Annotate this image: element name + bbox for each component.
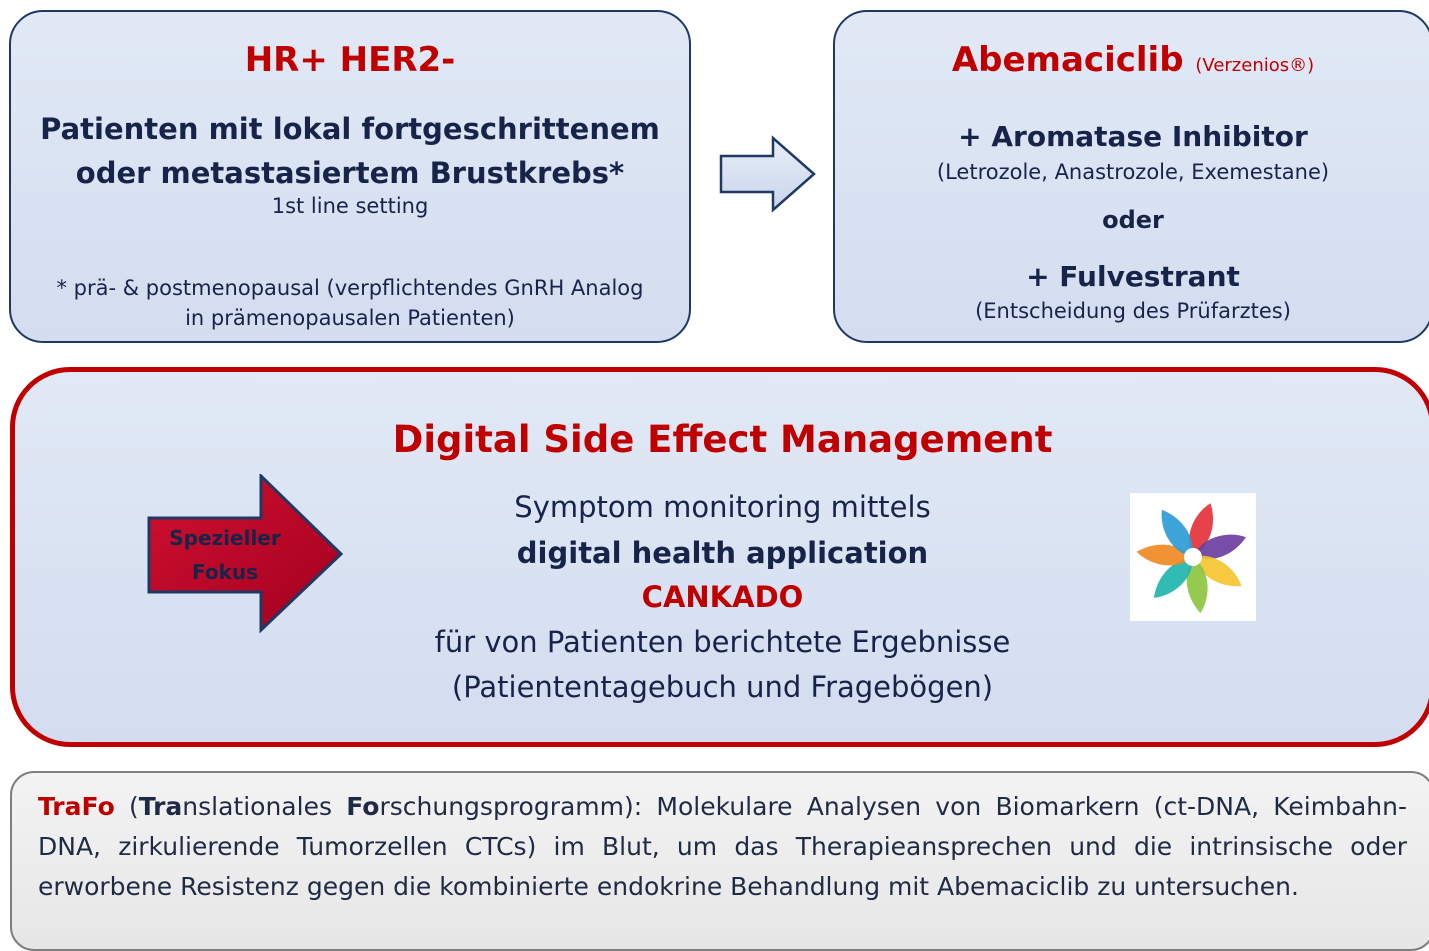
logo-petal bbox=[1193, 534, 1247, 560]
logo-petal bbox=[1193, 555, 1242, 587]
trafo-fo: Fo bbox=[346, 792, 380, 821]
dsem-title: Digital Side Effect Management bbox=[392, 418, 1053, 461]
dsem-line-1: Symptom monitoring mittels bbox=[514, 490, 931, 524]
option-fulvestrant: + Fulvestrant bbox=[1026, 260, 1240, 293]
cankado-label: CANKADO bbox=[641, 580, 804, 614]
patient-line-1: Patienten mit lokal fortgeschrittenem bbox=[40, 112, 660, 146]
focus-label-line-2: Fokus bbox=[191, 560, 259, 584]
hr-her2-title: HR+ HER2- bbox=[244, 40, 456, 80]
logo-petal bbox=[1161, 509, 1194, 557]
focus-label-line-1: Spezieller bbox=[169, 526, 281, 550]
dsem-line-4: für von Patienten berichtete Ergebnisse bbox=[434, 625, 1011, 659]
trafo-tra-rest: nslationales bbox=[182, 792, 347, 821]
logo-petal bbox=[1189, 503, 1213, 557]
focus-arrow-icon bbox=[147, 474, 344, 634]
trafo-box: TraFo (Translationales Forschungsprogram… bbox=[10, 771, 1429, 951]
logo-petal bbox=[1153, 557, 1194, 598]
cankado-flower-logo-icon bbox=[1136, 503, 1247, 614]
or-label: oder bbox=[1102, 206, 1164, 234]
line-setting: 1st line setting bbox=[271, 194, 429, 218]
trafo-body: rschungsprogramm): Molekulare Analysen v… bbox=[38, 792, 1407, 901]
trafo-open-paren: ( bbox=[129, 792, 139, 821]
trafo-acronym: TraFo bbox=[38, 792, 115, 821]
footnote-line-1: * prä- & postmenopausal (verpflichtendes… bbox=[56, 276, 644, 300]
patient-line-2: oder metastasiertem Brustkrebs* bbox=[75, 156, 625, 190]
patient-population-box: HR+ HER2- Patienten mit lokal fortgeschr… bbox=[9, 10, 691, 343]
option-aromatase-detail: (Letrozole, Anastrozole, Exemestane) bbox=[936, 160, 1330, 184]
dsem-line-5: (Patiententagebuch und Fragebögen) bbox=[451, 670, 994, 704]
trafo-description: TraFo (Translationales Forschungsprogram… bbox=[38, 787, 1407, 907]
dsem-line-2: digital health application bbox=[516, 536, 929, 570]
drug-title: Abemaciclib (Verzenios®) bbox=[835, 40, 1429, 80]
footnote-line-2: in prämenopausalen Patienten) bbox=[185, 306, 515, 330]
trafo-tra: Tra bbox=[138, 792, 183, 821]
drug-name: Abemaciclib bbox=[951, 40, 1184, 80]
option-fulvestrant-detail: (Entscheidung des Prüfarztes) bbox=[975, 299, 1291, 323]
flow-arrow-icon bbox=[719, 135, 816, 213]
focus-label: Spezieller Fokus bbox=[150, 521, 300, 589]
drug-brand: (Verzenios®) bbox=[1195, 55, 1315, 76]
option-aromatase: + Aromatase Inhibitor bbox=[958, 120, 1308, 153]
treatment-box: Abemaciclib (Verzenios®) + Aromatase Inh… bbox=[833, 10, 1429, 343]
cankado-logo bbox=[1130, 493, 1256, 621]
logo-petal bbox=[1186, 557, 1208, 614]
